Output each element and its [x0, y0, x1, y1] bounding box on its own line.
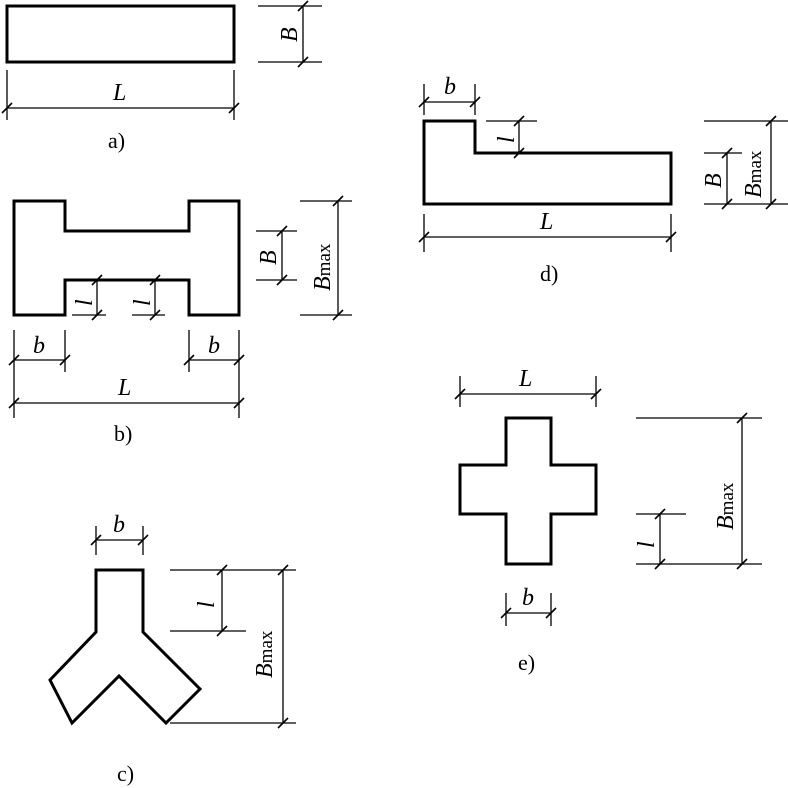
- label-L: L: [518, 366, 532, 392]
- label-Bmax: Bmax: [741, 150, 767, 198]
- label-Bmax: Bmax: [713, 482, 739, 530]
- label-Bmax: Bmax: [310, 243, 336, 291]
- label-b: b: [113, 512, 125, 538]
- label-b: b: [522, 585, 534, 611]
- cross-shape: [458, 416, 598, 566]
- label-l: l: [194, 601, 220, 608]
- figure-e: L b l Bmax e): [454, 366, 762, 675]
- figure-a: L B a): [1, 0, 322, 153]
- label-l: l: [634, 541, 660, 548]
- label-B: B: [256, 250, 282, 265]
- label-Bmax: Bmax: [252, 630, 278, 678]
- rect-shape: [5, 4, 236, 64]
- label-l-left: l: [72, 299, 98, 306]
- figure-d: b l L B Bmax d): [418, 74, 788, 286]
- label-L: L: [112, 80, 126, 106]
- caption-c: c): [117, 761, 134, 786]
- label-B: B: [277, 27, 303, 42]
- label-b: b: [444, 74, 456, 100]
- caption-a: a): [108, 128, 125, 153]
- y-shape: [48, 568, 203, 726]
- i-shape: [12, 199, 241, 317]
- label-L: L: [117, 375, 131, 401]
- label-L: L: [539, 209, 553, 235]
- label-b-left: b: [33, 333, 45, 359]
- label-l-right: l: [130, 299, 156, 306]
- figure-b: l l B Bmax b b: [8, 195, 352, 446]
- caption-e: e): [518, 650, 535, 675]
- caption-b: b): [114, 421, 132, 446]
- label-l: l: [494, 136, 520, 143]
- l-shape: [422, 119, 673, 206]
- caption-d: d): [540, 261, 558, 286]
- label-b-right: b: [208, 333, 220, 359]
- figure-c: b l Bmax c): [48, 512, 296, 786]
- label-B: B: [701, 173, 727, 188]
